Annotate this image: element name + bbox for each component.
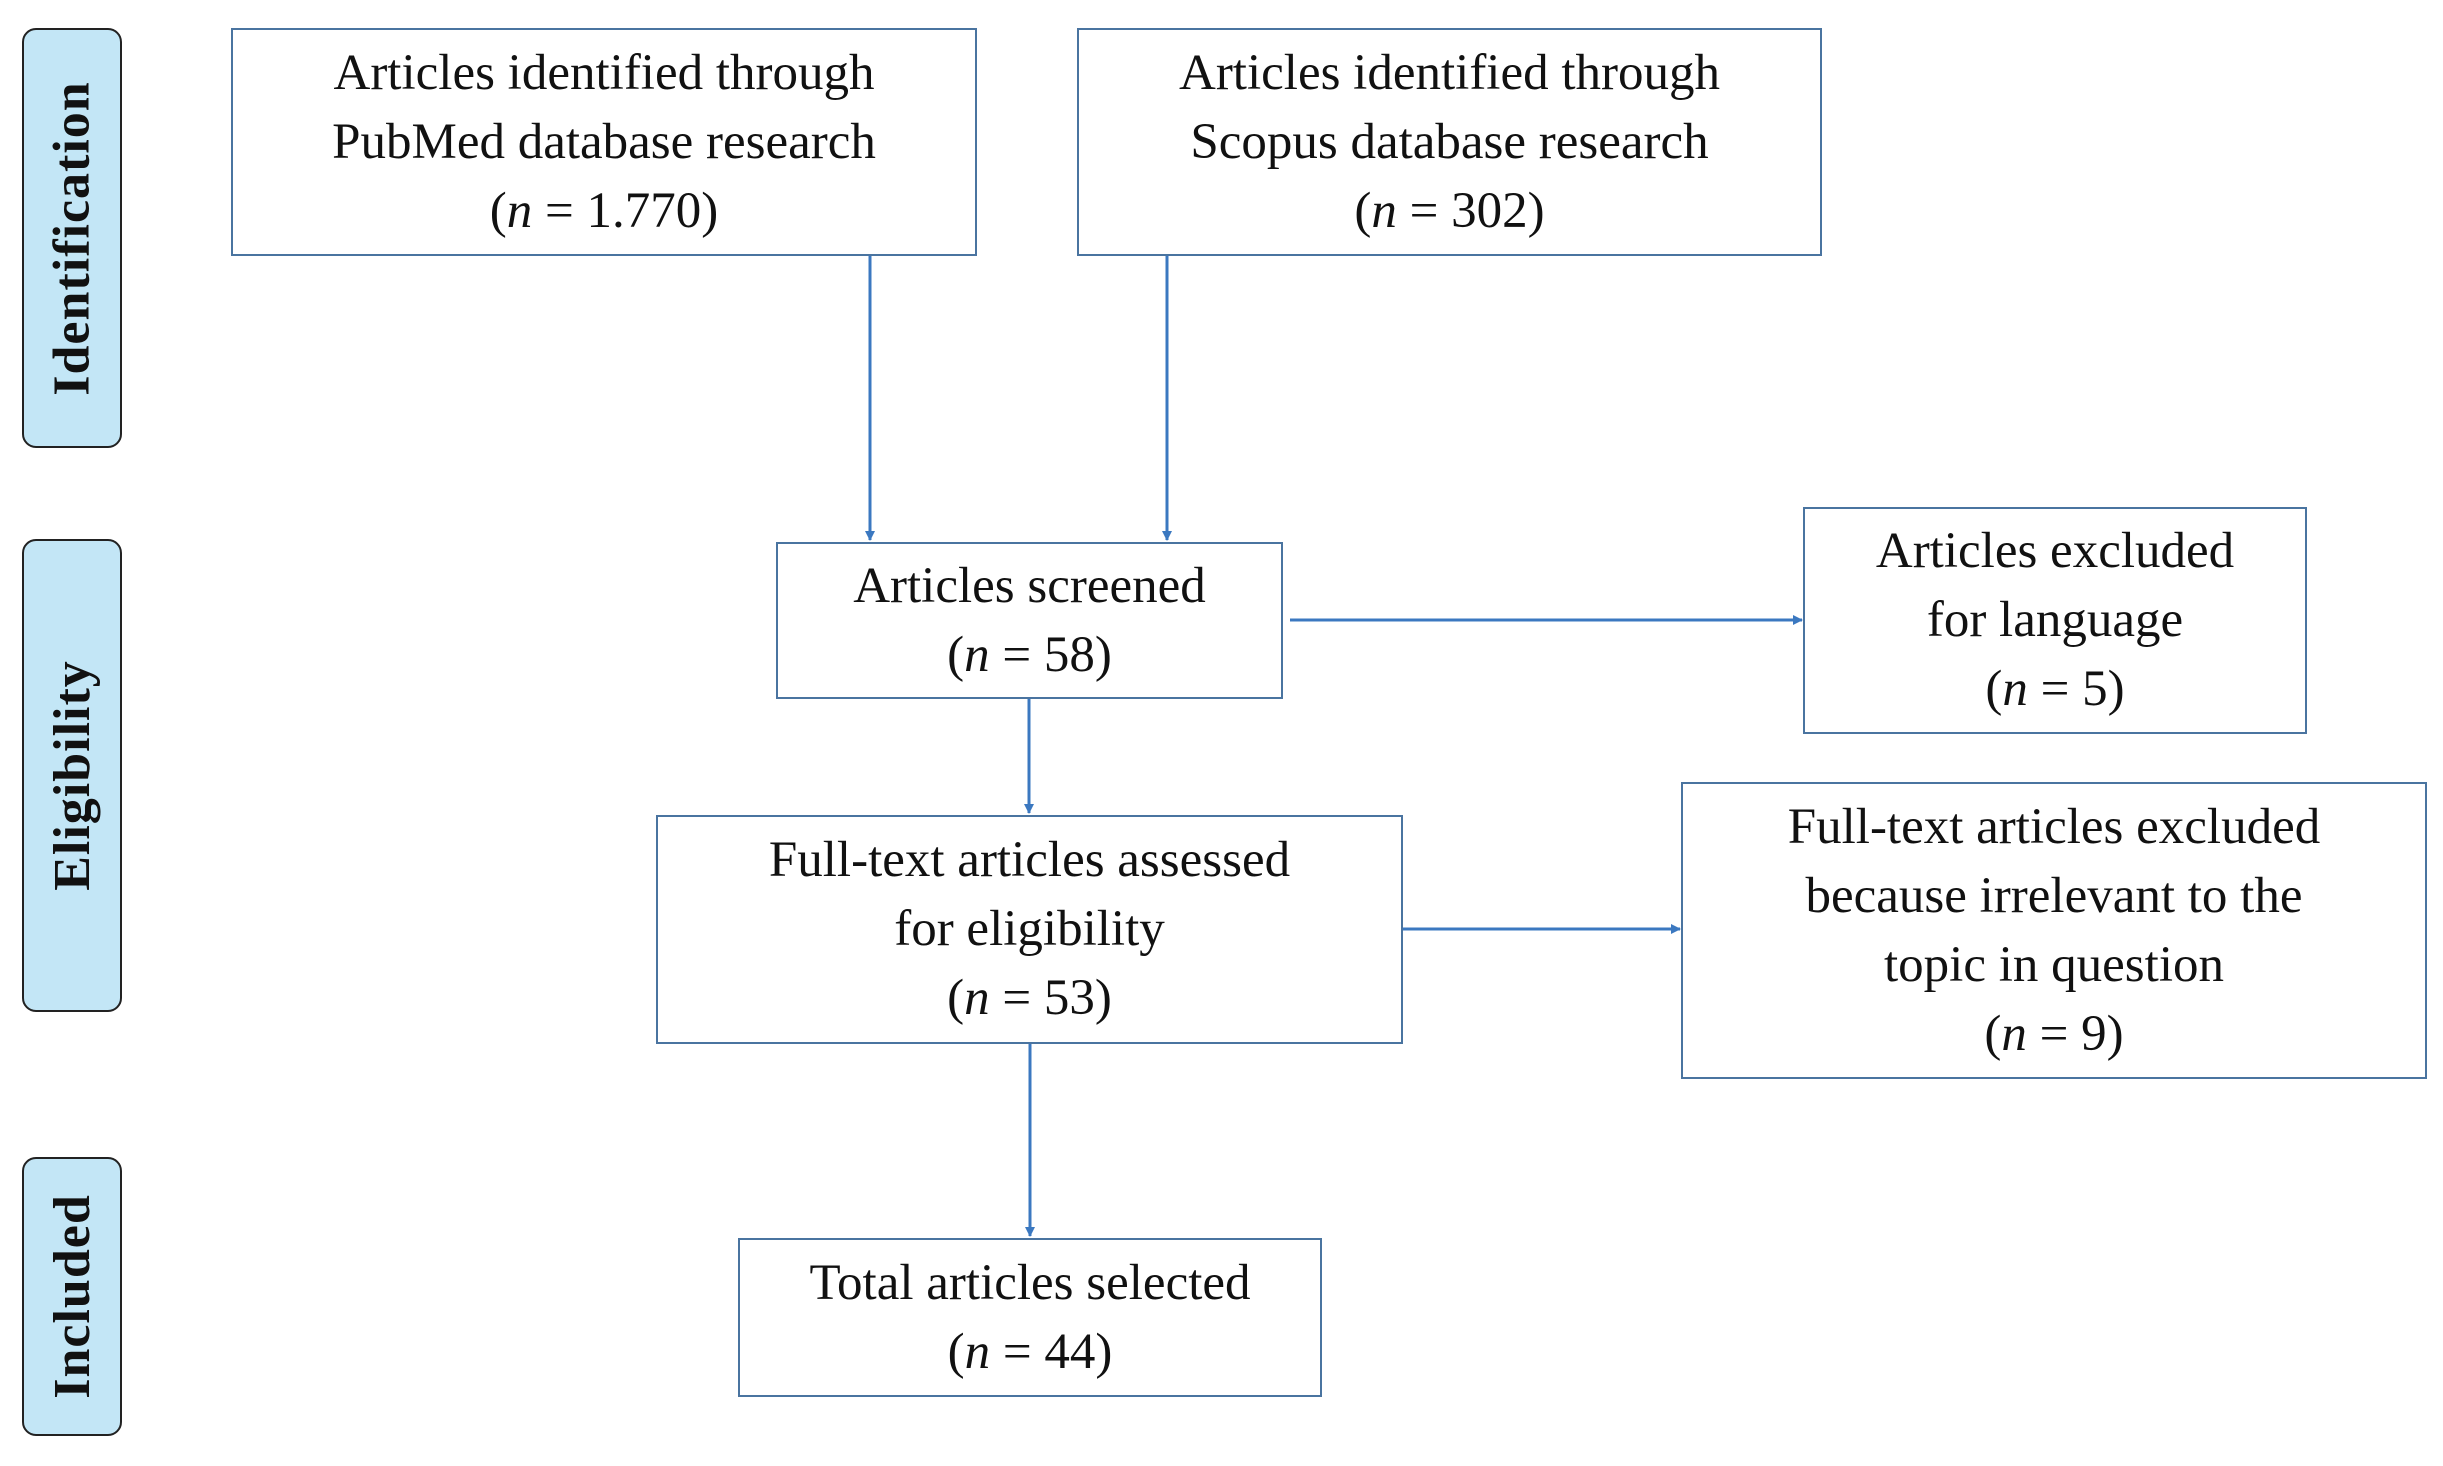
- box-total-selected: Total articles selected (n = 44): [738, 1238, 1322, 1397]
- box-scopus-identified: Articles identified through Scopus datab…: [1077, 28, 1822, 256]
- box-text-line: Scopus database research: [1190, 113, 1709, 170]
- box-text-line: Articles excluded: [1875, 523, 2235, 579]
- stage-included: Included: [22, 1157, 122, 1436]
- box-text-line: for eligibility: [894, 901, 1165, 957]
- box-text-line: topic in question: [1884, 936, 2224, 993]
- box-fulltext-assessed: Full-text articles assessed for eligibil…: [656, 815, 1403, 1044]
- box-text-line: for language: [1926, 592, 2184, 648]
- box-count: (n = 58): [947, 626, 1112, 683]
- box-text-line: because irrelevant to the: [1805, 867, 2303, 924]
- box-count: (n = 53): [947, 970, 1112, 1026]
- box-excluded-language: Articles excluded for language (n = 5): [1803, 507, 2307, 734]
- box-count: (n = 44): [947, 1323, 1113, 1380]
- stage-identification: Identification: [22, 28, 122, 448]
- box-text-line: Articles identified through: [1178, 44, 1721, 101]
- stage-eligibility: Eligibility: [22, 539, 122, 1012]
- box-text-line: Total articles selected: [809, 1254, 1251, 1311]
- box-excluded-irrelevant: Full-text articles excluded because irre…: [1681, 782, 2427, 1079]
- box-text-line: PubMed database research: [332, 113, 876, 170]
- box-text-line: Full-text articles excluded: [1787, 798, 2321, 855]
- box-pubmed-identified: Articles identified through PubMed datab…: [231, 28, 977, 256]
- box-text-line: Articles screened: [853, 557, 1206, 614]
- box-text-line: Full-text articles assessed: [768, 832, 1291, 888]
- box-count: (n = 1.770): [489, 182, 719, 239]
- box-count: (n = 302): [1354, 182, 1545, 239]
- box-screened: Articles screened (n = 58): [776, 542, 1283, 699]
- box-count: (n = 5): [1985, 661, 2125, 717]
- box-count: (n = 9): [1984, 1005, 2124, 1062]
- box-text-line: Articles identified through: [333, 44, 875, 101]
